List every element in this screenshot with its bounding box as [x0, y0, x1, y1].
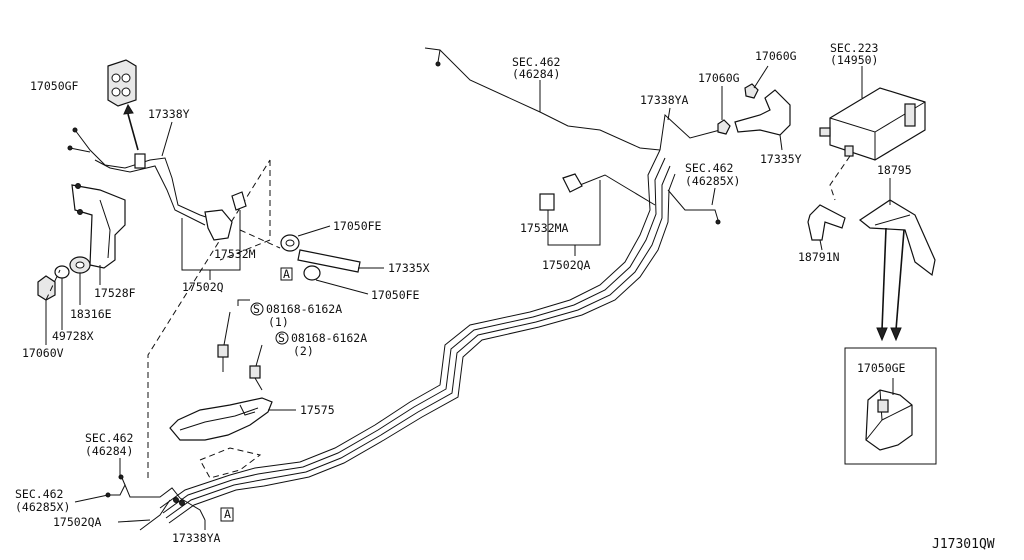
- drawing-code: J17301QW: [932, 537, 995, 552]
- callout-box-a-top: [280, 267, 293, 281]
- leader-17050FE-top: [297, 225, 331, 237]
- s-mark-1: [250, 302, 264, 316]
- label-17060G-mid: 17060G: [698, 71, 740, 85]
- label-sec223-sub: (14950): [830, 53, 878, 67]
- part-17532MA: [539, 173, 583, 211]
- label-18795: 18795: [877, 163, 912, 177]
- part-17060G-upper: [744, 83, 759, 99]
- s-mark-2-text: S: [278, 331, 285, 345]
- label-17050GF: 17050GF: [30, 79, 79, 93]
- label-17528F: 17528F: [94, 286, 136, 300]
- label-17060V: 17060V: [22, 346, 64, 360]
- leader-17060G-top: [753, 65, 769, 89]
- leader-18791N: [819, 239, 823, 251]
- label-sec462-mid-sub: (46285X): [685, 174, 740, 188]
- canister-sec223: [819, 87, 926, 161]
- dash-left-long: [147, 159, 271, 478]
- part-17060G-mid: [717, 119, 731, 135]
- label-sec462-mid: SEC.462: [685, 161, 733, 175]
- leader-17338YA-top: [667, 107, 671, 121]
- leader-17335Y: [779, 134, 783, 151]
- label-17060G-top: 17060G: [755, 49, 797, 63]
- s-mark-2: [275, 331, 289, 345]
- label-sec462-top: SEC.462: [512, 55, 560, 69]
- label-sec462-a-sub: (46284): [85, 444, 133, 458]
- label-17532M: 17532M: [214, 247, 256, 261]
- label-18791N: 18791N: [798, 250, 840, 264]
- label-17532MA: 17532MA: [520, 221, 569, 235]
- part-18791N-hose: [807, 204, 846, 241]
- arrow-17050GF: [127, 113, 139, 151]
- dash-bracket-to-pipe: [199, 447, 262, 479]
- label-17575: 17575: [300, 403, 335, 417]
- label-17050FE-top: 17050FE: [333, 219, 382, 233]
- label-17338YA-top: 17338YA: [640, 93, 689, 107]
- part-17050FE-lower: [303, 265, 321, 281]
- arrow-inset-1: [881, 227, 887, 331]
- label-bolt1-number: 08168-6162A: [266, 302, 342, 316]
- part-49728X: [54, 265, 70, 279]
- part-17575-bracket: [169, 397, 273, 441]
- label-bolt1-qty: (1): [268, 315, 289, 329]
- part-17532M: [231, 191, 247, 248]
- part-17050GF: [107, 59, 137, 107]
- bolt-1: [217, 299, 250, 372]
- part-17528F-bracket: [71, 183, 126, 269]
- upper-left-pipes: [67, 127, 233, 241]
- part-17335Y-hose: [734, 89, 791, 136]
- label-sec223: SEC.223: [830, 41, 879, 55]
- leader-17338Y: [161, 121, 173, 157]
- label-sec462-b: SEC.462: [15, 487, 63, 501]
- dash-17060V: [45, 269, 61, 301]
- label-17050FE-bot: 17050FE: [371, 288, 420, 302]
- label-17502Q: 17502Q: [182, 280, 224, 294]
- arrow-inset-2: [895, 229, 905, 331]
- label-17335Y: 17335Y: [760, 152, 802, 166]
- label-18316E: 18316E: [70, 307, 112, 321]
- label-sec462-b-sub: (46285X): [15, 500, 70, 514]
- part-17050FE-upper: [280, 234, 300, 252]
- label-a-top: A: [283, 267, 290, 281]
- label-17502QA-mid: 17502QA: [542, 258, 591, 272]
- inset-box-17050GE: [844, 347, 937, 465]
- label-sec462-top-sub: (46284): [512, 67, 560, 81]
- part-17335X-hose: [297, 249, 361, 273]
- leader-sec462-mid: [711, 187, 716, 206]
- bracket-17502QA-mid: [547, 180, 601, 246]
- dash-canister-18791N: [829, 155, 851, 201]
- main-fuel-pipe-bundle: [159, 47, 721, 524]
- part-18795-bracket: [858, 199, 936, 277]
- label-bolt2-number: 08168-6162A: [291, 331, 367, 345]
- label-17335X: 17335X: [388, 261, 430, 275]
- leader-17050FE-bot: [315, 279, 369, 295]
- part-17060V: [37, 275, 56, 301]
- bolt-2: [249, 344, 263, 391]
- callout-box-a-bottom: [220, 507, 234, 522]
- label-17338YA-bot: 17338YA: [172, 531, 221, 545]
- label-sec462-a: SEC.462: [85, 431, 133, 445]
- leader-sec462-b: [74, 494, 109, 503]
- label-49728X: 49728X: [52, 329, 94, 343]
- bracket-17502Q: [181, 218, 241, 271]
- dash-top-box: [219, 160, 271, 261]
- label-bolt2-qty: (2): [293, 344, 314, 358]
- dash-17532M: [239, 229, 281, 249]
- part-18316E: [69, 256, 91, 274]
- label-17050GE: 17050GE: [857, 361, 906, 375]
- leader-17502QA-bot: [117, 519, 151, 523]
- label-17502QA-bot: 17502QA: [53, 515, 102, 529]
- label-17338Y: 17338Y: [148, 107, 190, 121]
- s-mark-1-text: S: [253, 302, 260, 316]
- label-a-bottom: A: [224, 507, 231, 521]
